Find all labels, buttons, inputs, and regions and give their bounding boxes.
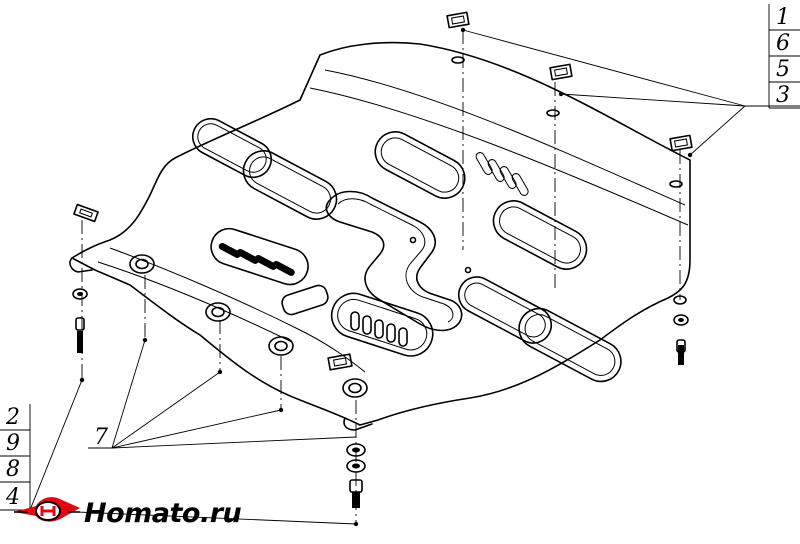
logo-text: Homato.ru [84,498,242,529]
callout-4: 4 [5,485,20,510]
callout-1: 1 [776,5,790,30]
axis-lines [79,27,693,527]
callout-3: 3 [776,83,790,108]
callout-stack-top-right: 1 6 5 3 [768,4,800,109]
vent-holes [218,152,529,347]
stud-bosses [129,56,687,398]
callout-front-studs: 7 [88,425,112,450]
callout-9: 9 [6,431,20,456]
stamped-slots [192,117,622,383]
site-logo: Homato.ru [14,497,242,529]
callout-8: 8 [6,457,20,482]
bolts-washers [72,288,689,508]
leader-lines [29,29,800,525]
callout-2: 2 [5,405,20,430]
skid-plate [69,41,691,431]
callout-stack-bottom-left: 2 9 8 4 [0,404,31,511]
callout-7: 7 [94,425,108,450]
car-logo-icon [14,497,80,522]
clip-nuts [73,11,693,371]
callout-5: 5 [776,57,790,82]
callout-6: 6 [776,31,790,56]
